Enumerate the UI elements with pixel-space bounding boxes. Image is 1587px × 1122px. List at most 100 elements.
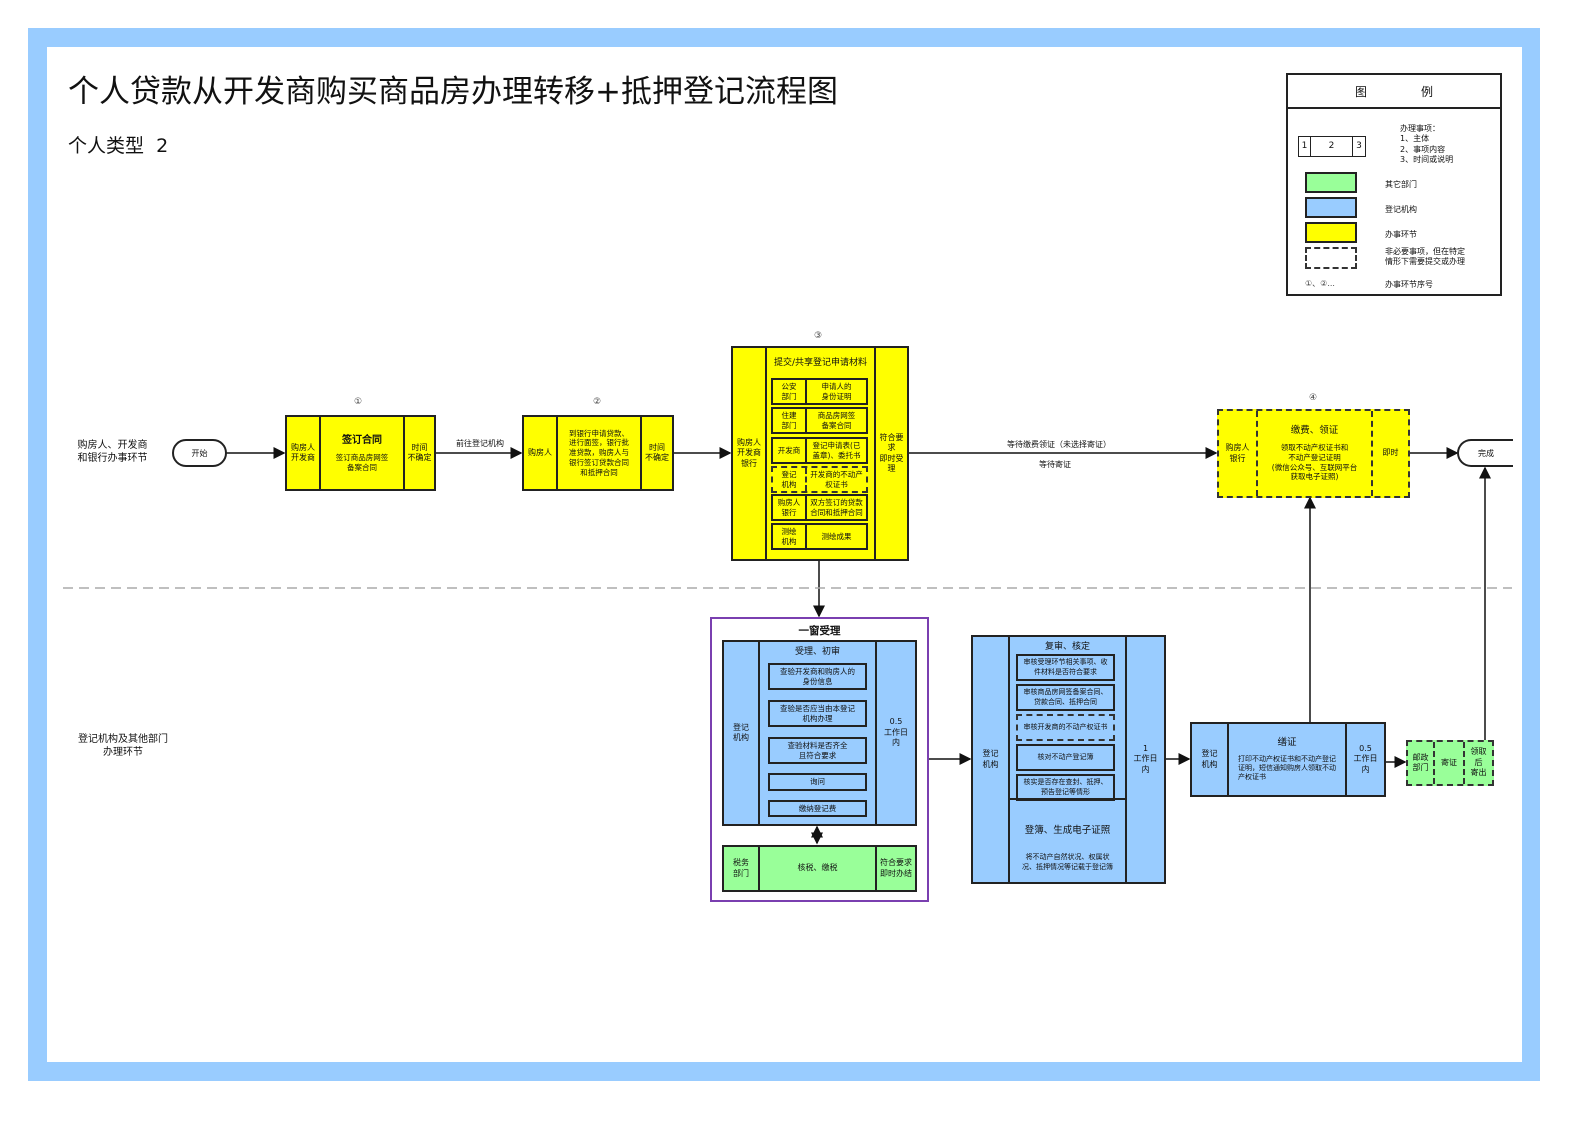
legend-registry: 登记机构 [1385, 205, 1417, 214]
step4-text: 领取不动产权证书和 不动产登记证明 (微信公众号、互联网平台 获取电子证照) [1271, 443, 1358, 482]
window-sub: 受理、初审 [794, 647, 840, 657]
mail-after: 领取后 寄出 [1470, 747, 1487, 778]
material-document: 开发商的不动产 权证书 [810, 469, 863, 489]
page-title: 个人贷款从开发商购买商品房办理转移+抵押登记流程图 [68, 74, 838, 110]
material-source: 登记 机构 [773, 468, 807, 491]
window-check-item: 查验是否应当由本登记 机构办理 [768, 700, 867, 727]
window-check-item: 查验材料是否齐全 且符合要求 [768, 737, 867, 764]
review-time: 1 工作日 内 [1133, 743, 1158, 774]
material-document: 申请人的 身份证明 [821, 381, 852, 401]
material-row: 公安 部门 申请人的 身份证明 [771, 378, 868, 405]
material-source: 测绘 机构 [773, 525, 807, 548]
material-source: 购房人 银行 [773, 496, 807, 519]
start-node: 开始 [172, 439, 227, 467]
certificate-text: 打印不动产权证书和不动产登记 证明，短信通知购房人领取不动 产权证书 [1238, 755, 1336, 782]
window-content: 受理、初审 [760, 642, 877, 824]
one-window-group [710, 617, 929, 902]
legend-other-dept: 其它部门 [1385, 180, 1417, 189]
step4-time: 即时 [1382, 448, 1399, 458]
window-title: 一窗受理 [798, 625, 841, 637]
step2-box: 购房人 到银行申请贷款、 进行面签，银行批 准贷款，购房人与 银行签订贷款合同 … [522, 415, 674, 491]
legend-swatch-step [1305, 222, 1357, 243]
review-check-item: 审核开发商的不动产权证书 [1016, 714, 1115, 741]
legend-optional: 非必要事项，但在特定 情形下需要提交或办理 [1385, 247, 1465, 267]
step2-text: 到银行申请贷款、 进行面签，银行批 准贷款，购房人与 银行签订贷款合同 和抵押合… [558, 417, 642, 489]
material-document: 登记申请表(已 盖章)、委托书 [812, 440, 861, 460]
legend-sample-1: 1 [1299, 137, 1311, 156]
window-check-item: 查验开发商和购房人的 身份信息 [768, 663, 867, 690]
window-check-item: 询问 [768, 773, 867, 791]
end-node: 完成 [1457, 439, 1513, 467]
legend-sample-3: 3 [1356, 141, 1362, 151]
material-document: 商品房网签 备案合同 [817, 410, 856, 430]
step4-box: 购房人 银行 缴费、领证 领取不动产权证书和 不动产登记证明 (微信公众号、互联… [1217, 409, 1410, 498]
lane-label-lower: 登记机构及其他部门 办理环节 [78, 734, 168, 758]
legend-step: 办事环节 [1385, 230, 1417, 239]
step1-box: 购房人 开发商 签订合同 签订商品房网签 备案合同 时间 不确定 [285, 415, 436, 491]
step2-number: ② [592, 397, 602, 407]
legend-swatch-other [1305, 172, 1357, 193]
step3-actor: 购房人 开发商 银行 [733, 348, 767, 559]
review-check-item: 审核商品房网签备案合同、 贷款合同、抵押合同 [1016, 684, 1115, 711]
material-row: 购房人 银行 双方签订的贷款 合同和抵押合同 [771, 494, 868, 521]
step3-content: 提交/共享登记申请材料 [767, 348, 876, 559]
step4-actor: 购房人 银行 [1219, 411, 1258, 496]
step4-content: 缴费、领证 领取不动产权证书和 不动产登记证明 (微信公众号、互联网平台 获取电… [1258, 411, 1373, 496]
record-text: 将不动产自然状况、权属状 况、抵押情况等记载于登记簿 [1022, 853, 1113, 871]
step3-box: 购房人 开发商 银行 提交/共享登记申请材料 符合要求 即时受理 [731, 346, 909, 561]
review-check-item: 核对不动产登记簿 [1016, 744, 1115, 771]
label-wait-mail: 等待寄证 [1039, 460, 1071, 469]
material-source: 住建 部门 [773, 409, 807, 432]
record-section: 登簿、生成电子证照 将不动产自然状况、权属状 况、抵押情况等记载于登记簿 [1022, 800, 1113, 882]
legend-sample-2: 2 [1311, 137, 1353, 156]
page-subtitle: 个人类型 2 [68, 135, 169, 157]
certificate-title: 缮证 [1277, 736, 1297, 748]
mail-actor: 邮政 部门 [1408, 742, 1435, 784]
window-actor: 登记 机构 [724, 642, 760, 824]
step1-time: 时间 不确定 [407, 442, 432, 462]
legend-seq-sample: ①、②... [1305, 279, 1335, 288]
label-wait-fee: 等待缴费领证（未选择寄证） [1007, 440, 1111, 449]
step4-title: 缴费、领证 [1290, 424, 1339, 436]
material-row: 登记 机构 开发商的不动产 权证书 [771, 466, 868, 493]
step3-title: 提交/共享登记申请材料 [773, 358, 868, 368]
legend-swatch-optional [1305, 247, 1357, 269]
step1-actor: 购房人 开发商 [287, 417, 321, 489]
mail-text: 寄证 [1435, 742, 1465, 784]
step1-content: 签订合同 签订商品房网签 备案合同 [321, 417, 405, 489]
material-document: 测绘成果 [821, 531, 852, 541]
step1-text: 签订商品房网签 备案合同 [335, 452, 389, 472]
step3-number: ③ [813, 331, 823, 341]
review-box: 登记 机构 复审、核定 登簿、生成电子证照 将不动产自然状况、权属状 况、抵押情… [971, 635, 1166, 884]
mail-box: 邮政 部门 寄证 领取后 寄出 [1406, 740, 1494, 786]
tax-time: 符合要求 即时办结 [880, 858, 912, 878]
legend-items-desc: 办理事项： 1、主体 2、事项内容 3、时间或说明 [1400, 124, 1454, 165]
window-check-item: 缴纳登记费 [768, 800, 867, 817]
window-time: 0.5 工作日 内 [884, 717, 908, 748]
step3-time: 符合要求 即时受理 [879, 432, 904, 473]
material-row: 住建 部门 商品房网签 备案合同 [771, 407, 868, 434]
step1-number: ① [353, 397, 363, 407]
legend: 图 例 1 2 3 办理事项： 1、主体 2、事项内容 3、时间或说明 其它部门… [1286, 73, 1502, 296]
legend-head-left: 图 [1354, 84, 1367, 99]
material-row: 测绘 机构 测绘成果 [771, 523, 868, 550]
review-actor: 登记 机构 [973, 637, 1010, 882]
step4-number: ④ [1308, 393, 1318, 403]
certificate-time: 0.5 工作日 内 [1353, 743, 1378, 774]
legend-seq: 办事环节序号 [1385, 280, 1433, 289]
material-source: 开发商 [773, 439, 807, 462]
material-source: 公安 部门 [773, 380, 807, 403]
certificate-box: 登记 机构 缮证 打印不动产权证书和不动产登记 证明，短信通知购房人领取不动 产… [1190, 722, 1386, 797]
step2-time: 时间 不确定 [645, 442, 669, 462]
legend-sample-box: 1 2 3 [1298, 136, 1366, 157]
tax-text: 核税、缴税 [760, 847, 877, 890]
material-row: 开发商 登记申请表(已 盖章)、委托书 [771, 437, 868, 464]
label-to-registry: 前往登记机构 [456, 439, 504, 448]
step1-title: 签订合同 [342, 434, 382, 446]
material-document: 双方签订的贷款 合同和抵押合同 [810, 497, 863, 517]
lane-label-upper: 购房人、开发商 和银行办事环节 [77, 440, 148, 464]
review-check-item: 审核受理环节相关事项、收 件材料是否符合要求 [1016, 654, 1115, 681]
certificate-actor: 登记 机构 [1192, 724, 1229, 795]
review-check-item: 核实是否存在查封、抵押、 预告登记等情形 [1016, 774, 1115, 801]
